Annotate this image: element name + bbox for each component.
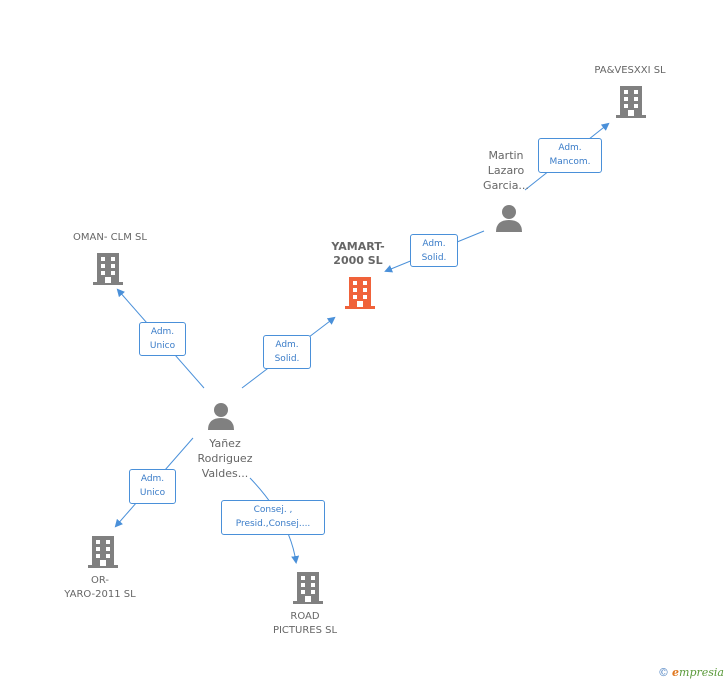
footer-brand: ©empresia (658, 666, 724, 679)
building-icon[interactable] (88, 536, 118, 568)
edge-label-adm-solid-martin: Adm. Solid. (410, 234, 458, 267)
person-label-yanez[interactable]: Yañez Rodriguez Valdes... (197, 437, 253, 480)
building-icon[interactable] (616, 86, 646, 118)
edge-label-adm-solid-yanez: Adm. Solid. (263, 335, 311, 369)
company-label-pavesxxi[interactable]: PA&VESXXI SL (594, 65, 666, 76)
edge-label-consej: Consej. , Presid.,Consej.... (221, 500, 325, 535)
company-label-oryaro[interactable]: OR- YARO-2011 SL (64, 575, 136, 600)
edge-label-adm-unico-oryaro: Adm. Unico (129, 469, 176, 504)
person-icon[interactable] (208, 403, 234, 430)
building-icon[interactable] (293, 572, 323, 604)
brand-logo-initial: e (672, 666, 680, 679)
edge-label-adm-unico-oman: Adm. Unico (139, 322, 186, 356)
person-label-martin[interactable]: Martin Lazaro Garcia... (483, 149, 529, 192)
company-label-main[interactable]: YAMART- 2000 SL (331, 240, 385, 267)
brand-logo-text: mpresia (679, 666, 724, 679)
company-label-road[interactable]: ROAD PICTURES SL (272, 611, 338, 636)
building-icon-main[interactable] (345, 277, 375, 309)
copyright-symbol: © (658, 666, 670, 679)
edge-label-adm-mancom: Adm. Mancom. (538, 138, 602, 173)
person-icon[interactable] (496, 205, 522, 232)
company-label-oman[interactable]: OMAN- CLM SL (73, 232, 147, 243)
building-icon[interactable] (93, 253, 123, 285)
